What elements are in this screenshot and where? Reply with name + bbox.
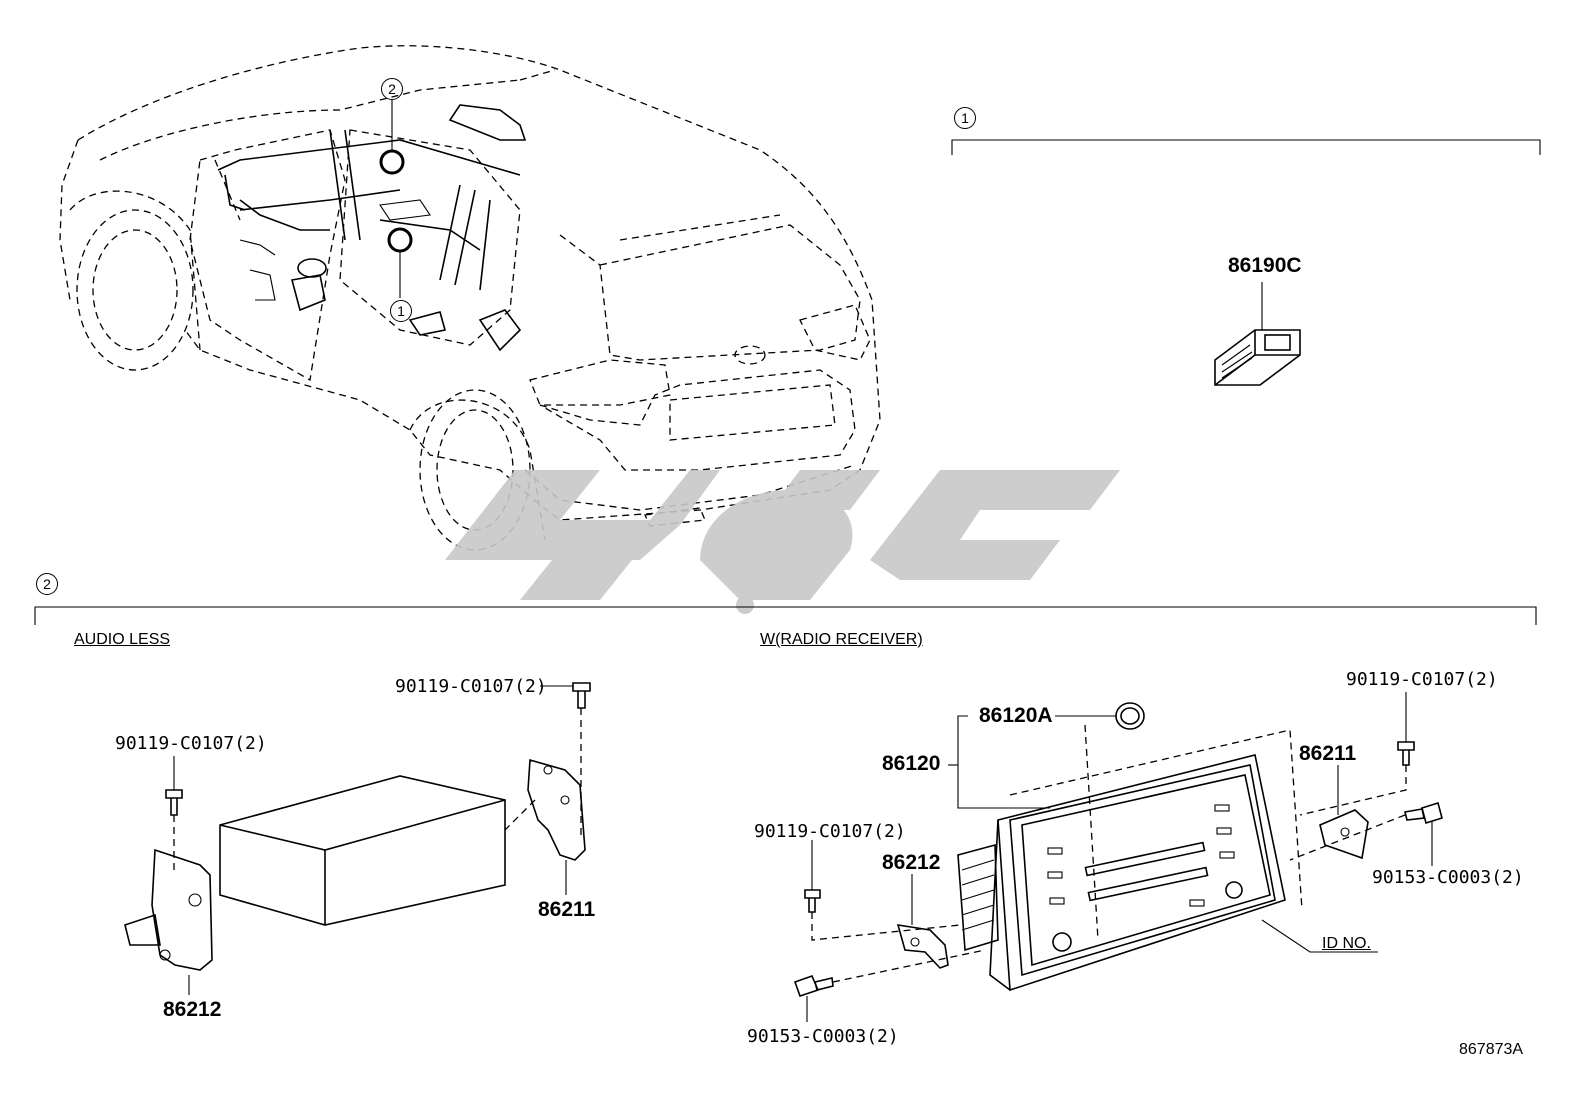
section-marker-1: 1 — [954, 107, 976, 129]
section-label-audio-less: AUDIO LESS — [74, 631, 171, 648]
part-label-bolt-audio-less-left[interactable]: 90119-C0107(2) — [115, 733, 267, 754]
part-label-screw-radio-left[interactable]: 90153-C0003(2) — [747, 1026, 899, 1047]
part-label-86120[interactable]: 86120 — [882, 752, 941, 775]
callout-ref-2: 2 — [381, 78, 403, 100]
part-label-86212-audio-less[interactable]: 86212 — [163, 998, 222, 1021]
diagram-id: 867873A — [1459, 1041, 1524, 1058]
part-label-86212-radio[interactable]: 86212 — [882, 851, 941, 874]
section-label-radio-receiver: W(RADIO RECEIVER) — [760, 631, 923, 648]
section-brackets — [34, 139, 1541, 625]
part-label-bolt-radio-right[interactable]: 90119-C0107(2) — [1346, 669, 1498, 690]
part-label-bolt-radio-left[interactable]: 90119-C0107(2) — [754, 821, 906, 842]
id-no-label: ID NO. — [1322, 935, 1371, 952]
watermark — [445, 470, 1120, 614]
part-label-86190c[interactable]: 86190C — [1228, 254, 1302, 277]
part-label-86211-radio[interactable]: 86211 — [1299, 742, 1357, 765]
section-marker-2: 2 — [36, 573, 58, 595]
vehicle-illustration — [59, 45, 881, 551]
audio-less-assembly — [124, 682, 591, 995]
radio-receiver-assembly — [793, 692, 1443, 1022]
callout-ref-1: 1 — [390, 300, 412, 322]
part-label-86120a[interactable]: 86120A — [979, 704, 1053, 727]
part-label-bolt-audio-less-right[interactable]: 90119-C0107(2) — [395, 676, 547, 697]
part-label-screw-radio-right[interactable]: 90153-C0003(2) — [1372, 867, 1524, 888]
part-label-86211-audio-less[interactable]: 86211 — [538, 898, 596, 921]
usb-port-illustration — [1214, 282, 1301, 386]
